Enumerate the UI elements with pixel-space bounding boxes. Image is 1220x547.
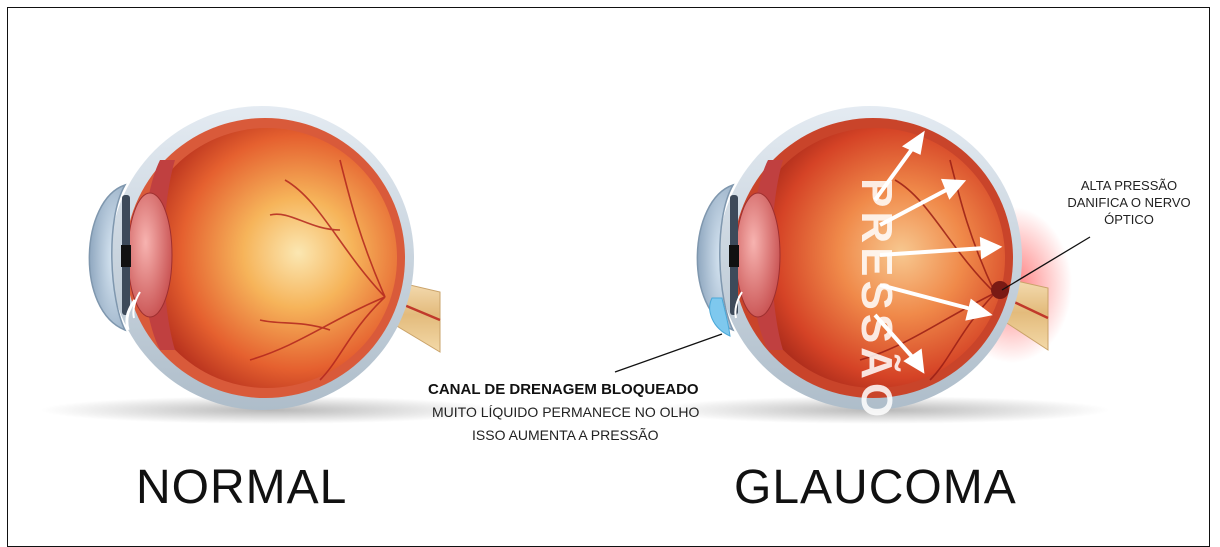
drainage-callout-title: CANAL DE DRENAGEM BLOQUEADO (428, 381, 699, 398)
glaucoma-label: GLAUCOMA (734, 460, 1017, 515)
normal-pupil (121, 245, 131, 267)
normal-lens (128, 193, 172, 317)
damaged-optic-disc (991, 281, 1009, 299)
normal-vitreous (137, 128, 397, 388)
pressure-word: PRESSÃO (852, 178, 902, 421)
drainage-callout-line1: MUITO LÍQUIDO PERMANECE NO OLHO (432, 404, 699, 420)
drainage-leader-line (615, 334, 722, 372)
drainage-callout-line2: ISSO AUMENTA A PRESSÃO (472, 427, 658, 443)
normal-label: NORMAL (136, 460, 347, 515)
glaucoma-pupil (729, 245, 739, 267)
optic-nerve-callout: ALTA PRESSÃO DANIFICA O NERVO ÓPTICO (1064, 177, 1194, 228)
glaucoma-lens (736, 193, 780, 317)
normal-eye (40, 106, 500, 424)
